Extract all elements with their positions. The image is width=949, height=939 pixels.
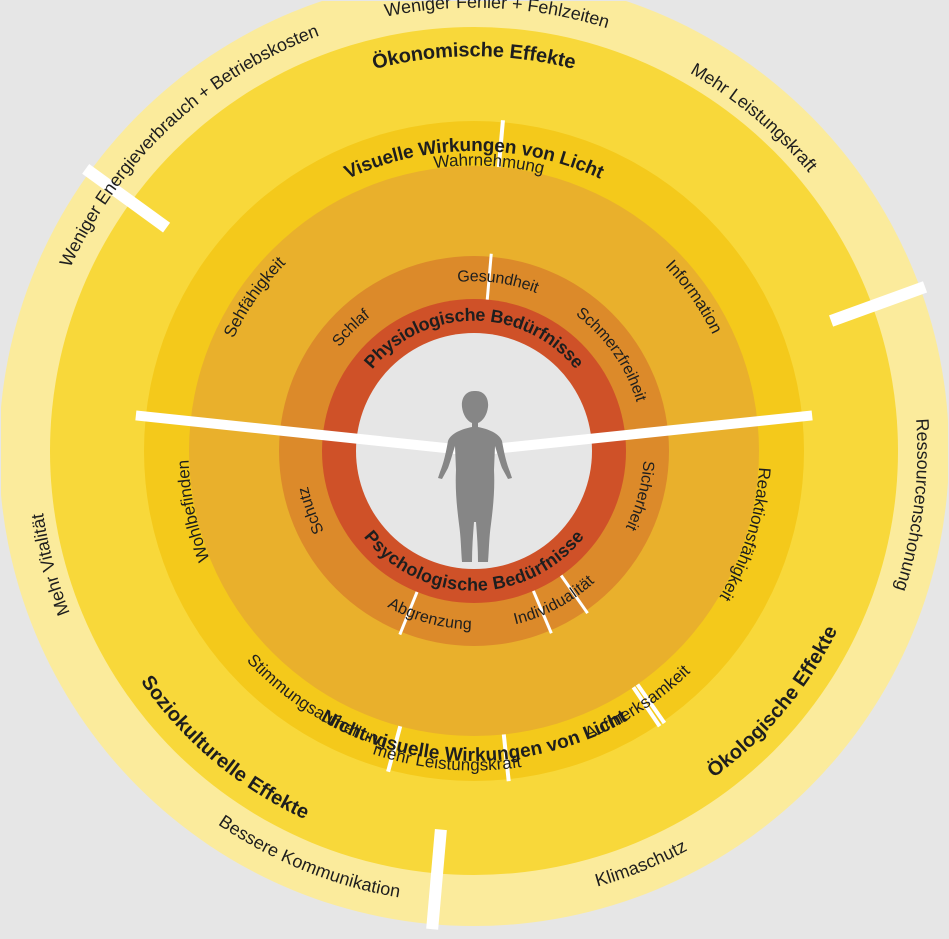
horizontal-divider-right bbox=[473, 410, 813, 456]
outer-sector-gap-0 bbox=[829, 281, 928, 327]
middle-lower-gap-0 bbox=[631, 686, 662, 728]
outer-sector-gap-2 bbox=[82, 164, 171, 233]
middle-lower-gap-1 bbox=[501, 734, 511, 782]
outer-sector-gap-1 bbox=[426, 829, 447, 930]
middle-upper-gap-0 bbox=[496, 120, 505, 168]
center-area bbox=[438, 391, 512, 562]
inner-lower-gap-1 bbox=[398, 591, 419, 636]
inner-upper-gap-1 bbox=[559, 574, 589, 615]
horizontal-divider-left bbox=[135, 410, 475, 456]
inner-upper-gap-0 bbox=[485, 253, 493, 300]
inner-lower-gap-0 bbox=[532, 590, 553, 634]
middle-lower-gap-2 bbox=[386, 725, 403, 773]
person-icon bbox=[438, 391, 512, 562]
middle-upper-gap-1 bbox=[635, 683, 667, 725]
